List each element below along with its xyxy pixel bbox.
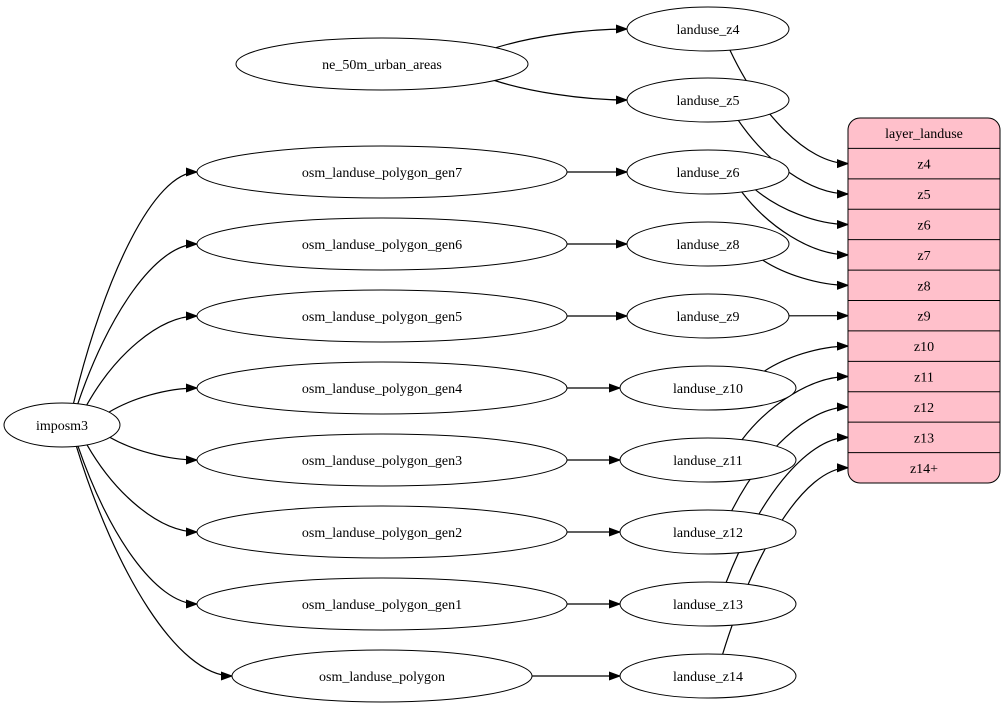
node-label-landuse_z14: landuse_z14 <box>673 670 743 685</box>
edge-imposm3-to-osm_landuse_polygon <box>75 446 232 676</box>
edge-imposm3-to-osm_landuse_polygon_gen4 <box>108 388 197 413</box>
nodes-layer: imposm3 ne_50m_urban_areas osm_landuse_pol… <box>3 6 797 703</box>
record-row-z14+: z14+ <box>910 462 938 477</box>
node-label-osm_landuse_polygon_gen2: osm_landuse_polygon_gen2 <box>302 526 462 541</box>
node-label-osm_landuse_polygon_gen1: osm_landuse_polygon_gen1 <box>302 598 462 613</box>
node-label-osm_landuse_polygon_gen7: osm_landuse_polygon_gen7 <box>302 166 462 181</box>
node-label-osm_landuse_polygon: osm_landuse_polygon <box>319 670 445 685</box>
node-label-landuse_z4: landuse_z4 <box>677 23 740 38</box>
record-row-z6: z6 <box>917 218 930 233</box>
node-landuse_z14: landuse_z14 <box>619 653 797 699</box>
node-label-osm_landuse_polygon_gen6: osm_landuse_polygon_gen6 <box>302 238 462 253</box>
node-osm_landuse_polygon_gen5: osm_landuse_polygon_gen5 <box>196 289 568 343</box>
edge-ne_50m_urban_areas-to-landuse_z4 <box>495 29 627 49</box>
node-label-landuse_z10: landuse_z10 <box>673 382 743 397</box>
record-row-z10: z10 <box>914 340 934 355</box>
edge-imposm3-to-osm_landuse_polygon_gen1 <box>77 446 197 604</box>
node-landuse_z11: landuse_z11 <box>619 437 797 483</box>
edge-ne_50m_urban_areas-to-landuse_z5 <box>494 79 627 101</box>
node-ellipse-osm_landuse_polygon_gen2 <box>196 505 568 559</box>
node-label-osm_landuse_polygon_gen5: osm_landuse_polygon_gen5 <box>302 310 462 325</box>
record-row-z7: z7 <box>917 249 930 264</box>
node-ellipse-osm_landuse_polygon <box>231 649 533 703</box>
node-label-imposm3: imposm3 <box>36 419 88 434</box>
node-ellipse-landuse_z6 <box>626 149 790 195</box>
node-osm_landuse_polygon_gen1: osm_landuse_polygon_gen1 <box>196 577 568 631</box>
node-landuse_z6: landuse_z6 <box>626 149 790 195</box>
record-row-z12: z12 <box>914 401 934 416</box>
edge-landuse_z4-to-layer_landuse-z4 <box>729 49 848 163</box>
edge-landuse_z8-to-layer_landuse-z8 <box>762 259 848 285</box>
record-row-z4: z4 <box>917 158 930 173</box>
node-landuse_z12: landuse_z12 <box>619 509 797 555</box>
node-label-landuse_z11: landuse_z11 <box>673 454 742 469</box>
edge-imposm3-to-osm_landuse_polygon_gen2 <box>86 444 197 532</box>
node-ellipse-imposm3 <box>3 402 121 448</box>
record-title: layer_landuse <box>885 127 963 142</box>
edge-imposm3-to-osm_landuse_polygon_gen3 <box>109 436 197 460</box>
node-ellipse-osm_landuse_polygon_gen5 <box>196 289 568 343</box>
node-osm_landuse_polygon_gen7: osm_landuse_polygon_gen7 <box>196 145 568 199</box>
node-ellipse-landuse_z11 <box>619 437 797 483</box>
record-row-z13: z13 <box>914 431 934 446</box>
edge-landuse_z6-to-layer_landuse-z7 <box>741 191 848 255</box>
node-label-landuse_z13: landuse_z13 <box>673 598 743 613</box>
node-ellipse-landuse_z14 <box>619 653 797 699</box>
node-ellipse-landuse_z10 <box>619 365 797 411</box>
node-osm_landuse_polygon: osm_landuse_polygon <box>231 649 533 703</box>
node-ellipse-landuse_z5 <box>626 77 790 123</box>
edge-landuse_z12-to-layer_landuse-z12 <box>731 407 848 512</box>
node-osm_landuse_polygon_gen6: osm_landuse_polygon_gen6 <box>196 217 568 271</box>
edge-landuse_z14-to-layer_landuse-z14+ <box>722 468 848 655</box>
edge-landuse_z13-to-layer_landuse-z13 <box>725 437 848 583</box>
node-ellipse-landuse_z9 <box>626 293 790 339</box>
node-landuse_z5: landuse_z5 <box>626 77 790 123</box>
record-row-z9: z9 <box>917 310 930 325</box>
node-ellipse-osm_landuse_polygon_gen4 <box>196 361 568 415</box>
node-osm_landuse_polygon_gen4: osm_landuse_polygon_gen4 <box>196 361 568 415</box>
node-ellipse-osm_landuse_polygon_gen1 <box>196 577 568 631</box>
node-osm_landuse_polygon_gen3: osm_landuse_polygon_gen3 <box>196 433 568 487</box>
node-ellipse-landuse_z4 <box>626 6 790 52</box>
node-landuse_z13: landuse_z13 <box>619 581 797 627</box>
node-landuse_z10: landuse_z10 <box>619 365 797 411</box>
node-ellipse-osm_landuse_polygon_gen3 <box>196 433 568 487</box>
node-label-landuse_z9: landuse_z9 <box>677 310 740 325</box>
record-row-z5: z5 <box>917 188 930 203</box>
edge-landuse_z10-to-layer_landuse-z10 <box>764 346 848 372</box>
node-ellipse-ne_50m_urban_areas <box>235 37 529 91</box>
node-osm_landuse_polygon_gen2: osm_landuse_polygon_gen2 <box>196 505 568 559</box>
edge-imposm3-to-osm_landuse_polygon_gen7 <box>72 172 198 404</box>
node-landuse_z8: landuse_z8 <box>626 221 790 267</box>
node-ellipse-landuse_z8 <box>626 221 790 267</box>
node-label-landuse_z5: landuse_z5 <box>677 94 740 109</box>
node-imposm3: imposm3 <box>3 402 121 448</box>
edge-landuse_z6-to-layer_landuse-z6 <box>755 189 849 225</box>
node-ellipse-landuse_z13 <box>619 581 797 627</box>
node-label-landuse_z12: landuse_z12 <box>673 526 743 541</box>
node-label-landuse_z6: landuse_z6 <box>677 166 740 181</box>
node-label-landuse_z8: landuse_z8 <box>677 238 740 253</box>
record-row-z11: z11 <box>914 371 934 386</box>
node-ellipse-landuse_z12 <box>619 509 797 555</box>
node-label-ne_50m_urban_areas: ne_50m_urban_areas <box>322 58 442 73</box>
node-ne_50m_urban_areas: ne_50m_urban_areas <box>235 37 529 91</box>
node-label-osm_landuse_polygon_gen4: osm_landuse_polygon_gen4 <box>302 382 462 397</box>
edge-imposm3-to-osm_landuse_polygon_gen6 <box>77 244 197 404</box>
record-row-z8: z8 <box>917 279 930 294</box>
node-ellipse-osm_landuse_polygon_gen7 <box>196 145 568 199</box>
node-landuse_z9: landuse_z9 <box>626 293 790 339</box>
record-node-layer_landuse: layer_landuse z4 z5 z6 z7 z8 z9 z10 z11 z12 z13 z14… <box>847 117 1001 484</box>
node-label-osm_landuse_polygon_gen3: osm_landuse_polygon_gen3 <box>302 454 462 469</box>
node-ellipse-osm_landuse_polygon_gen6 <box>196 217 568 271</box>
node-landuse_z4: landuse_z4 <box>626 6 790 52</box>
edges-layer <box>72 29 849 676</box>
edge-imposm3-to-osm_landuse_polygon_gen5 <box>86 316 197 406</box>
